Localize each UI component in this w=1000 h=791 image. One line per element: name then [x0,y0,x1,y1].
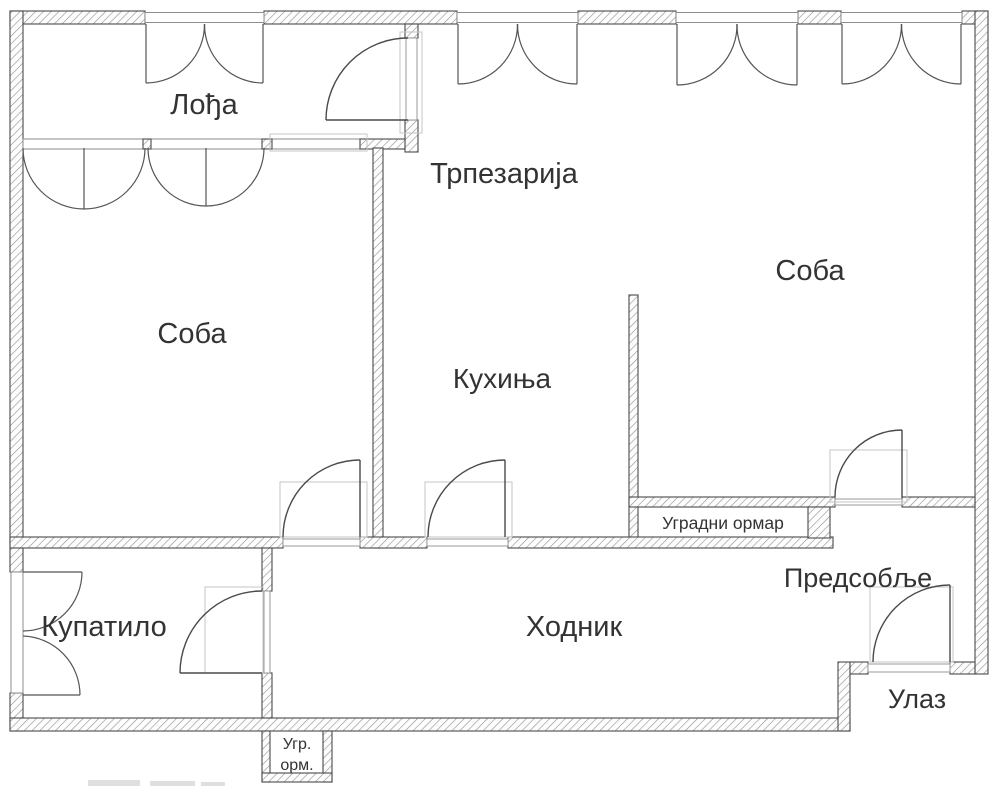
door-sill-entrance [867,663,951,673]
door-entrance [869,584,954,663]
room-label-entrance: Улаз [888,684,946,714]
window-frame-room-top-2 [840,12,963,23]
door-swing-arc [427,459,506,538]
door-loggia [325,31,423,134]
door-kitchen [424,459,513,538]
room-label-bathroom: Купатило [41,611,166,643]
window-frame-dining-top [456,12,579,23]
room-label-small-closet-line1: Угр. [283,736,312,753]
window-loggia-divider-2 [147,147,265,207]
scan-artifact-bar [150,781,195,786]
window-casement-arc [457,23,519,85]
loggia-divider-mullion-1 [142,138,152,150]
door-swing-arc [325,37,409,121]
door-frame-ghost [829,449,908,503]
window-top-loggia [145,23,264,84]
door-swing-arc [179,590,263,674]
room-label-room-right: Соба [775,255,845,287]
window-frame-bathroom [10,571,24,694]
wall-right [974,10,989,675]
room-label-vestibule: Предсобље [784,563,932,593]
wall-room-right-bottom-left [628,496,836,508]
loggia-divider-mullion-2 [261,138,273,150]
wall-entrance-right [949,661,976,675]
window-loggia-divider-1 [22,147,146,210]
wall-top-segment-3 [577,10,677,25]
wall-room-kitchen-divider [372,147,384,549]
window-casement-arc [22,571,83,632]
wall-bathroom-right-lower [261,672,273,719]
window-casement-arc [736,23,798,86]
window-frame-loggia-top [144,12,265,23]
door-frame-ghost [424,481,513,538]
window-casement-arc [147,147,207,207]
exterior-walls [9,10,989,732]
room-label-dining: Трпезарија [430,158,579,190]
window-casement-arc [145,23,206,84]
door-sill-loggia [405,37,418,121]
wall-corridor-top-left [9,536,284,549]
door-frame-ghost [399,31,423,134]
wall-corridor-top-right [507,536,834,549]
door-swing-arc [872,584,951,663]
window-frame-ghost [269,133,368,152]
wall-bottom [9,717,851,732]
interior-walls [9,23,976,783]
door-swing-arc [282,459,361,538]
window-casement-arc [676,23,738,86]
wall-loggia-right-lower [404,119,419,153]
room-label-loggia: Лођа [170,89,238,121]
window-casement-arc [203,23,264,84]
room-label-room-left: Соба [157,318,227,350]
wall-top-segment-1 [9,10,146,25]
loggia-divider-sill [22,138,406,150]
window-casement-arc [22,147,85,210]
wall-entrance-left [849,661,869,675]
room-label-built-in-closet: Уградни ормар [662,513,784,533]
window-casement-arc [841,23,903,85]
scan-artifact-bar [201,782,225,786]
door-room-left [279,459,368,538]
room-labels: Лођа Трпезарија Соба Соба Кухиња Уградни… [41,89,946,774]
window-casement-arc [516,23,578,85]
window-casement-arc [22,635,81,696]
wall-loggia-right-upper [404,23,419,39]
door-frame-ghost [869,586,954,663]
wall-entrance-step [837,661,851,732]
door-bathroom [179,586,264,674]
window-casement-arc [900,23,962,85]
door-frame-ghost [204,586,264,674]
opening-sills [10,12,963,694]
window-top-dining [457,23,578,85]
door-swing-arc [834,429,903,498]
door-sill-kitchen [426,538,509,547]
door-room-right [829,429,908,503]
door-sill-room-left [282,538,361,547]
wall-closet-right [807,506,831,539]
window-casement-arc [205,147,265,207]
room-label-small-closet-line2: орм. [280,757,313,774]
door-frame-ghost [279,481,368,538]
wall-room-right-bottom-right [901,496,976,508]
wall-small-closet-bottom [261,772,333,783]
window-bathroom [22,571,83,696]
scan-artifact [88,780,225,786]
room-label-corridor: Ходник [526,611,623,643]
door-sill-bathroom [263,590,271,674]
wall-left-upper [9,10,24,573]
wall-top-segment-4 [797,10,842,25]
window-top-room-right-1 [676,23,798,86]
window-top-room-right-2 [841,23,962,85]
wall-top-segment-2 [263,10,458,25]
scan-artifact-bar [88,780,140,786]
window-casement-arc [83,147,146,210]
wall-bathroom-right-upper [261,547,273,592]
window-frame-room-top-1 [675,12,799,23]
wall-corridor-top-middle [359,536,428,549]
room-label-kitchen: Кухиња [453,363,552,394]
